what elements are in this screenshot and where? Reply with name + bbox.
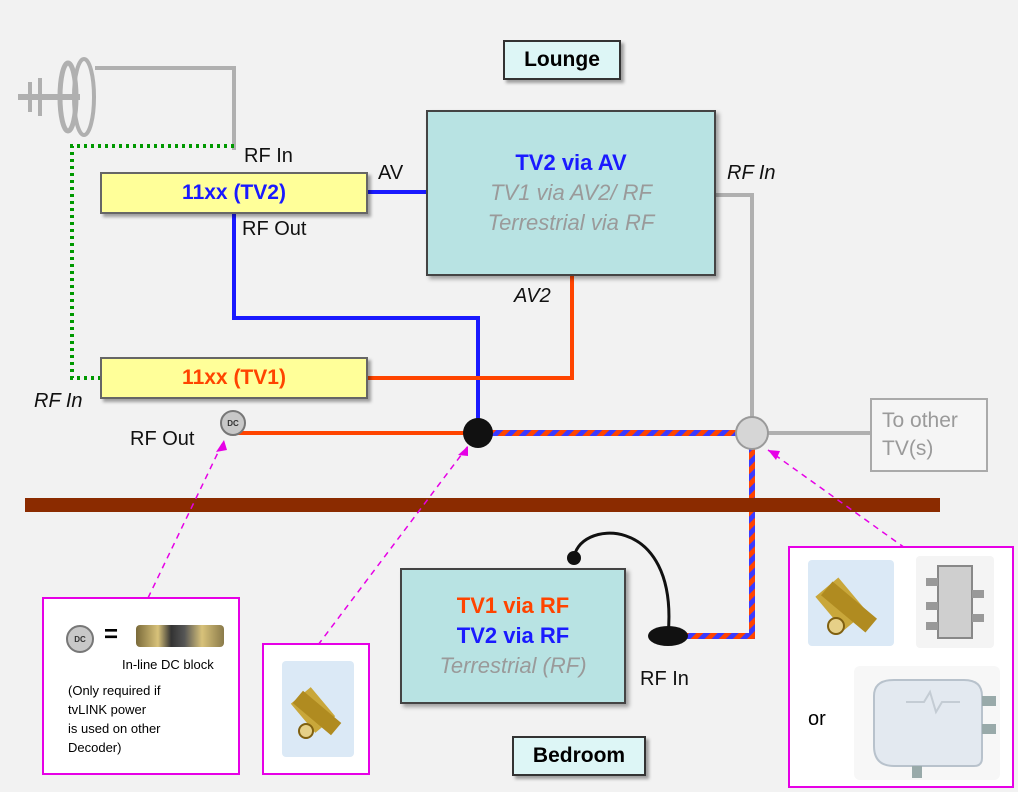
amplifier-option-image (854, 666, 1000, 780)
to-other-tvs-box: To other TV(s) (870, 398, 988, 472)
to-other-line1: To other (882, 409, 958, 432)
bedroom-lead-plug (567, 551, 581, 565)
dc-note-line4: Decoder) (68, 740, 122, 755)
av-label: AV (378, 162, 404, 184)
tv2-rf-out-cable (232, 213, 480, 433)
dc-legend-badge-text: DC (74, 634, 86, 644)
decoder-tv1[interactable]: 11xx (TV1) (100, 357, 368, 399)
decoder-tv1-label: 11xx (TV1) (182, 366, 286, 389)
t-adapter-callout (262, 643, 370, 775)
splitter-junction-black (463, 418, 493, 448)
bedroom-rf-lead (572, 531, 671, 637)
lounge-rf-in-label: RF In (727, 162, 776, 184)
dc-callout-arrow (147, 439, 225, 599)
lounge-label: Lounge (503, 40, 621, 80)
bedroom-tv[interactable]: TV1 via RF TV2 via RF Terrestrial (RF) (400, 568, 626, 704)
t-adapter-image (282, 661, 354, 757)
t-adapter-option-image (808, 560, 894, 646)
bedroom-tv-line3: Terrestrial (RF) (439, 653, 587, 678)
bedroom-label-text: Bedroom (532, 744, 626, 767)
antenna-icon (18, 57, 236, 150)
amplifier-icon (873, 679, 996, 778)
tv1-rf-out-label: RF Out (130, 428, 195, 450)
lounge-rf-in-cable (716, 193, 754, 433)
bedroom-label: Bedroom (512, 736, 646, 776)
dc-equals: = (104, 621, 119, 648)
or-label: or (808, 708, 826, 730)
dc-note-line3: is used on other (68, 721, 161, 736)
dc-badge-text: DC (227, 418, 239, 428)
tv2-rf-in-label: RF In (244, 145, 293, 167)
lounge-label-text: Lounge (524, 48, 600, 71)
bedroom-rf-plug (648, 626, 688, 646)
dc-note-line1: (Only required if (68, 683, 161, 698)
bedroom-tv-line1: TV1 via RF (456, 593, 570, 618)
splitter-options-callout: or (788, 546, 1014, 788)
splitter-icon (926, 565, 984, 639)
lounge-tv-line3: Terrestrial via RF (487, 210, 655, 235)
dc-legend-icon: DC (66, 625, 94, 653)
t-adapter-option-icon (815, 577, 878, 635)
dc-block-callout: DC = In-line DC block (Only required if … (42, 597, 240, 775)
lounge-tv-line1: TV2 via AV (515, 150, 627, 175)
decoder-loop-link (70, 144, 234, 380)
av2-label: AV2 (514, 285, 551, 307)
tv1-rf-in-label: RF In (34, 390, 83, 412)
lounge-tv-line2: TV1 via AV2/ RF (490, 180, 652, 205)
decoder-tv2[interactable]: 11xx (TV2) (100, 172, 368, 214)
floor-divider (25, 498, 940, 512)
splitter-junction-grey (735, 416, 769, 450)
dc-block-caption: In-line DC block (122, 657, 214, 672)
av2-cable (368, 276, 574, 380)
bedroom-rf-in-label: RF In (640, 668, 689, 690)
dc-block-icon: DC (220, 410, 246, 436)
bedroom-feed-cable (660, 433, 755, 639)
lounge-tv[interactable]: TV2 via AV TV1 via AV2/ RF Terrestrial v… (426, 110, 716, 276)
tv2-rf-out-label: RF Out (242, 218, 307, 240)
dc-connector-image (136, 625, 224, 647)
to-other-line2: TV(s) (882, 437, 934, 460)
tv1-rf-out-cable (232, 418, 478, 435)
bedroom-tv-line2: TV2 via RF (456, 623, 570, 648)
dc-note-line2: tvLINK power (68, 702, 147, 717)
t-adapter-icon (290, 687, 342, 739)
splitter-option-image (916, 556, 994, 648)
decoder-tv2-label: 11xx (TV2) (182, 181, 286, 204)
black-junction-callout-arrow (317, 445, 469, 646)
